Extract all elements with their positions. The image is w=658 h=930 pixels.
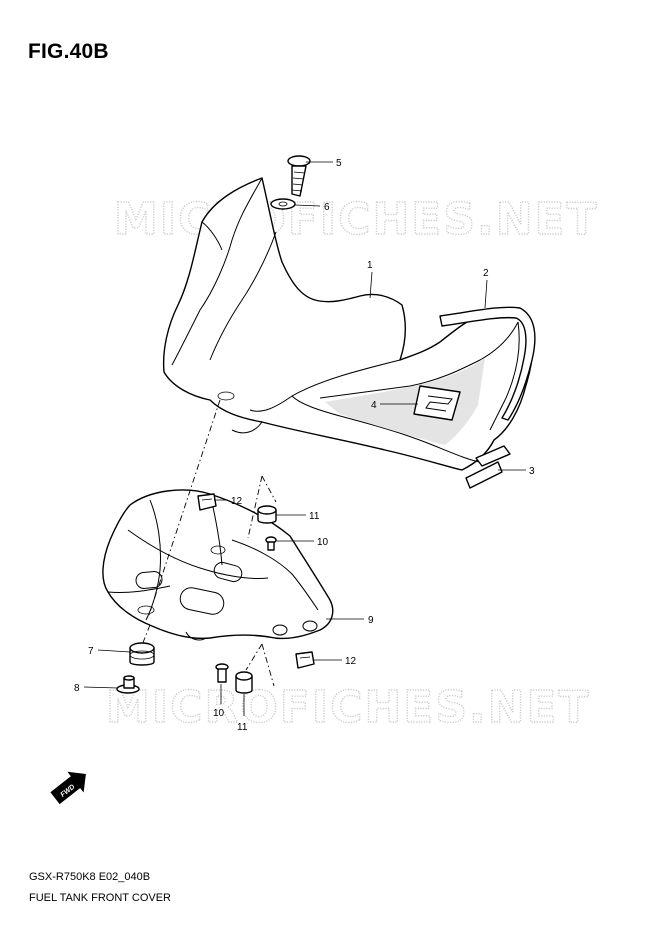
svg-text:6: 6 (324, 202, 330, 213)
svg-text:3: 3 (529, 466, 535, 477)
svg-text:12: 12 (345, 656, 357, 667)
callout-9: 9 (326, 615, 374, 626)
svg-text:10: 10 (213, 708, 225, 719)
callout-7: 7 (88, 646, 131, 657)
fwd-arrow-icon: FWD (50, 771, 86, 805)
svg-text:8: 8 (74, 683, 80, 694)
svg-text:11: 11 (309, 511, 320, 522)
screw[interactable] (287, 155, 311, 197)
callout-4: 4 (371, 400, 418, 411)
callout-12-lower: 12 (314, 656, 357, 667)
callout-2: 2 (483, 268, 489, 309)
callout-12-upper: 12 (214, 496, 243, 507)
watermark-upper: MICROFICHES.NET (114, 194, 599, 245)
svg-text:4: 4 (371, 400, 377, 411)
callout-10-lower: 10 (213, 684, 225, 719)
bolt-lower[interactable] (215, 663, 229, 683)
figure-caption: FUEL TANK FRONT COVER (29, 892, 172, 904)
callout-10-upper: 10 (276, 537, 329, 548)
svg-text:2: 2 (483, 268, 489, 279)
inner-panel[interactable] (102, 489, 334, 641)
cushion-grommet[interactable] (129, 642, 155, 666)
figure-code: GSX-R750K8 E02_040B (29, 871, 151, 883)
svg-text:11: 11 (237, 722, 248, 733)
collar[interactable] (116, 675, 140, 694)
callout-11-upper: 11 (276, 511, 320, 522)
washer[interactable] (270, 198, 296, 210)
nut-lower[interactable] (295, 651, 315, 669)
callout-6: 6 (294, 202, 330, 213)
figure-title: FIG.40B (28, 40, 109, 63)
cushion-strip-upper[interactable] (439, 306, 536, 421)
svg-text:5: 5 (336, 158, 342, 169)
emblem[interactable] (413, 385, 461, 421)
nut-upper[interactable] (197, 493, 217, 511)
svg-text:9: 9 (368, 615, 374, 626)
bolt-upper[interactable] (265, 536, 277, 551)
svg-text:10: 10 (317, 537, 329, 548)
watermark-lower: MICROFICHES.NET (106, 682, 591, 733)
callout-1: 1 (367, 260, 373, 299)
callout-3: 3 (498, 466, 535, 477)
svg-text:7: 7 (88, 646, 94, 657)
callout-8: 8 (74, 683, 119, 694)
callout-5: 5 (306, 158, 342, 169)
cushion-upper[interactable] (257, 505, 277, 524)
svg-text:1: 1 (367, 260, 373, 271)
cushion-strip-lower[interactable] (465, 445, 511, 489)
callout-11-lower: 11 (237, 694, 248, 733)
svg-text:12: 12 (231, 496, 243, 507)
cushion-lower[interactable] (235, 671, 253, 694)
